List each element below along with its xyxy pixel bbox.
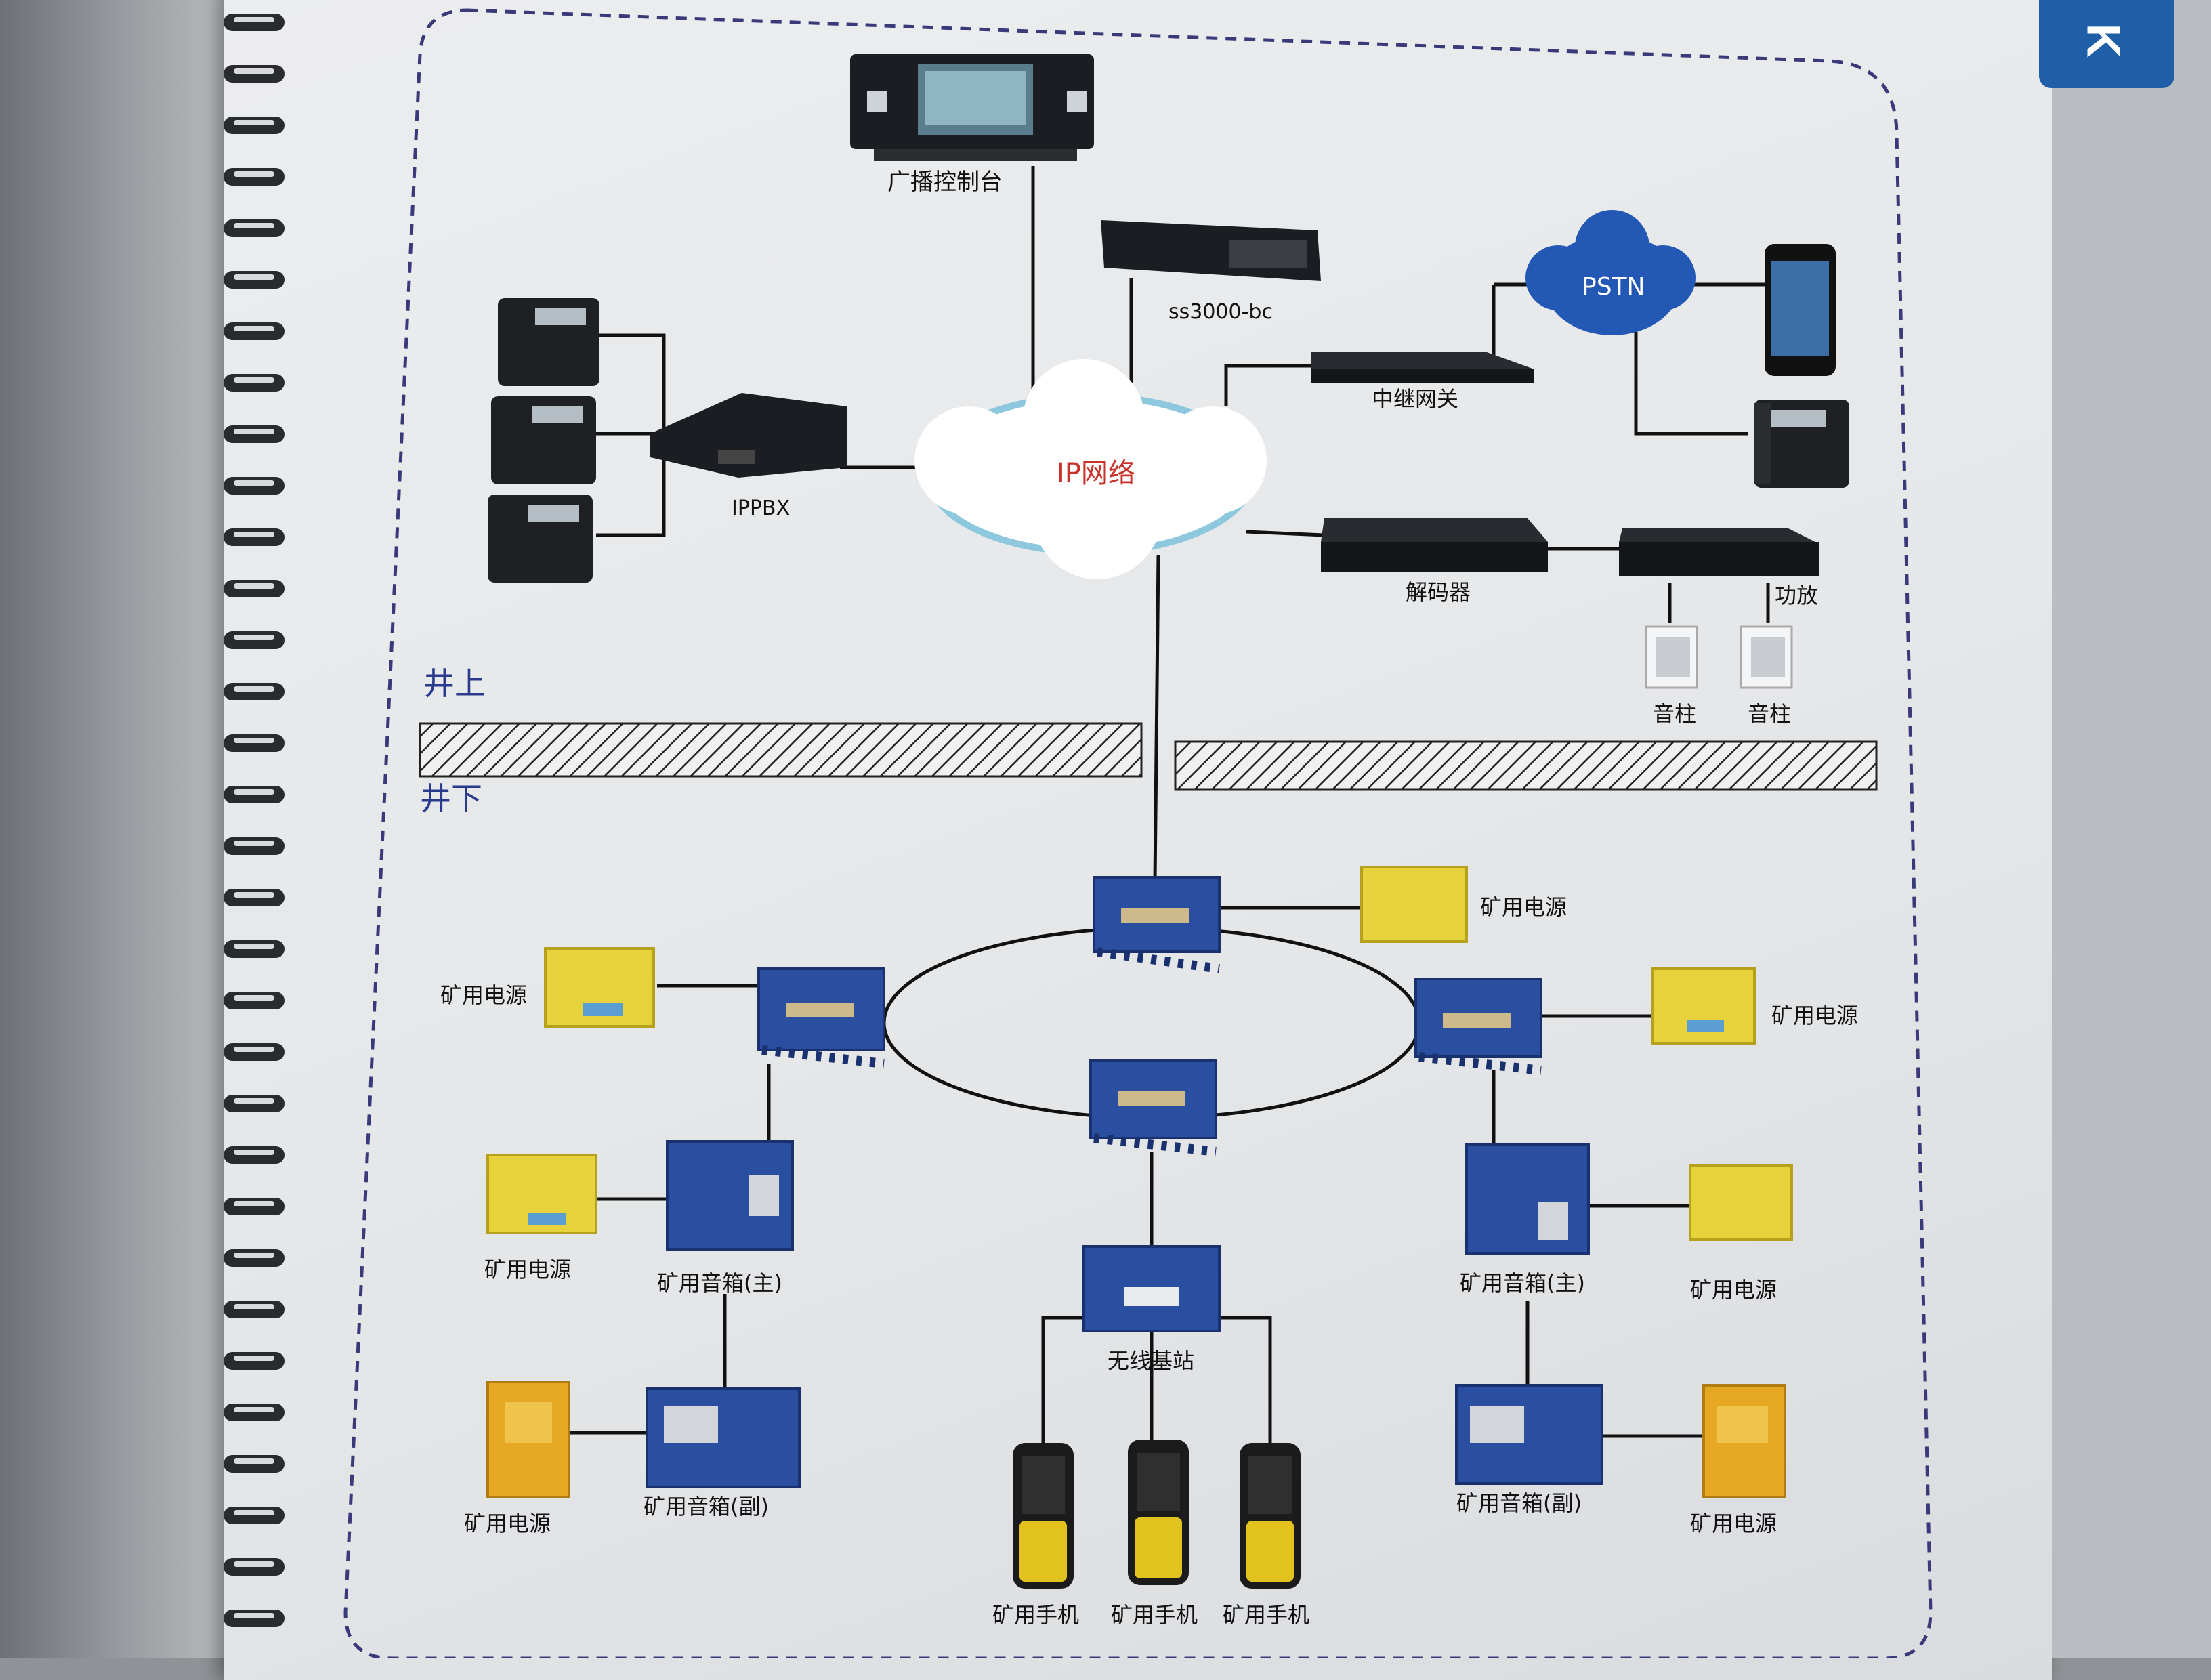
binding-ring <box>224 374 285 392</box>
wireless-base-station-label: 无线基站 <box>1108 1348 1194 1374</box>
decoder <box>1321 518 1548 572</box>
pstn-cloud <box>1525 210 1696 335</box>
binding-ring <box>224 1043 285 1061</box>
binding-ring <box>224 786 285 803</box>
mine-power-left2 <box>486 1154 597 1234</box>
mine-speaker-sub-right-label: 矿用音箱(副) <box>1456 1490 1582 1516</box>
mine-power-right2 <box>1689 1164 1793 1241</box>
binding-ring <box>224 271 285 289</box>
amplifier <box>1619 528 1819 576</box>
wireless-base-station <box>1082 1245 1221 1332</box>
binding-ring <box>224 168 285 186</box>
desk-phone-left-1 <box>498 298 599 386</box>
binding-ring <box>224 65 285 83</box>
mine-speaker-sub-right <box>1455 1384 1603 1485</box>
binding-ring <box>224 1301 285 1318</box>
binding-ring <box>224 322 285 340</box>
binding-ring <box>224 14 285 31</box>
trunk-gateway <box>1311 352 1534 383</box>
ip-network-label: IP网络 <box>1057 458 1135 489</box>
binding-ring <box>224 117 285 134</box>
binding-ring <box>224 1404 285 1421</box>
binding-ring <box>224 992 285 1009</box>
speaker-column-1-label: 音柱 <box>1653 701 1696 727</box>
decoder-label: 解码器 <box>1406 579 1471 605</box>
mine-power-right3-label: 矿用电源 <box>1690 1511 1777 1536</box>
mine-power-top-label: 矿用电源 <box>1480 894 1567 920</box>
pstn-label: PSTN <box>1582 273 1645 301</box>
mine-speaker-main-left <box>666 1140 794 1251</box>
switch-left <box>757 967 885 1068</box>
binding-ring <box>224 1198 285 1215</box>
mine-phone-3 <box>1240 1443 1301 1589</box>
ground-line-left <box>419 722 1143 778</box>
ground-line-right <box>1174 740 1878 791</box>
binding-ring <box>224 528 285 546</box>
mine-power-right-label: 矿用电源 <box>1771 1003 1858 1028</box>
speaker-column-2-label: 音柱 <box>1748 701 1791 727</box>
mobile-phone <box>1765 244 1836 376</box>
binding-ring <box>224 1507 285 1524</box>
speaker-column-1 <box>1645 625 1698 689</box>
section-tab <box>2039 0 2174 88</box>
binding-ring <box>224 1095 285 1112</box>
binding-rings <box>224 14 285 1627</box>
binding-ring <box>224 631 285 649</box>
binding-ring <box>224 1249 285 1267</box>
binding-ring <box>224 940 285 958</box>
mine-speaker-main-right <box>1465 1143 1590 1255</box>
binding-ring <box>224 1146 285 1164</box>
underground-label: 井下 <box>420 780 482 817</box>
next-page-edge <box>2052 0 2211 1658</box>
broadcast-console-label: 广播控制台 <box>887 169 1003 196</box>
amplifier-label: 功放 <box>1775 583 1818 608</box>
binding-ring <box>224 1558 285 1576</box>
mine-phone-3-label: 矿用手机 <box>1223 1602 1309 1628</box>
ippbx-label: IPPBX <box>732 497 790 520</box>
switch-top <box>1093 876 1221 973</box>
mine-power-top <box>1360 866 1468 943</box>
mine-phone-1 <box>1013 1443 1074 1589</box>
switch-right <box>1414 978 1542 1075</box>
above-ground-label: 井上 <box>423 665 486 702</box>
ss3000-server <box>1101 220 1321 281</box>
switch-bottom <box>1089 1059 1217 1156</box>
binding-ring <box>224 889 285 906</box>
binding-ring <box>224 477 285 495</box>
broadcast-console <box>850 54 1094 161</box>
binding-ring <box>224 683 285 700</box>
binding-ring <box>224 734 285 752</box>
binding-ring <box>224 425 285 443</box>
binding-ring <box>224 580 285 597</box>
ss3000-label: ss3000-bc <box>1168 300 1273 324</box>
binding-ring <box>224 1610 285 1627</box>
mine-phone-1-label: 矿用手机 <box>992 1602 1079 1628</box>
mine-speaker-sub-left-label: 矿用音箱(副) <box>644 1494 769 1519</box>
mine-power-left-label: 矿用电源 <box>440 982 527 1008</box>
mine-power-right2-label: 矿用电源 <box>1690 1277 1777 1303</box>
desk-phone-left-3 <box>488 495 593 583</box>
binding-ring <box>224 837 285 855</box>
desk-phone-left-2 <box>491 396 596 484</box>
mine-power-left2-label: 矿用电源 <box>484 1257 571 1282</box>
mine-power-right <box>1651 967 1756 1045</box>
ippbx-server <box>650 393 847 478</box>
mine-speaker-main-left-label: 矿用音箱(主) <box>657 1270 782 1296</box>
mine-power-right3 <box>1702 1384 1786 1498</box>
mine-phone-2-label: 矿用手机 <box>1111 1602 1198 1628</box>
binding-ring <box>224 1455 285 1473</box>
mine-speaker-main-right-label: 矿用音箱(主) <box>1460 1270 1585 1296</box>
mine-speaker-sub-left <box>646 1387 801 1488</box>
mine-power-left3 <box>486 1381 570 1498</box>
mine-phone-2 <box>1128 1440 1189 1585</box>
trunk-gateway-label: 中继网关 <box>1372 386 1458 412</box>
binding-ring <box>224 1352 285 1370</box>
mine-power-left3-label: 矿用电源 <box>464 1511 551 1536</box>
speaker-column-2 <box>1740 625 1793 689</box>
binding-ring <box>224 219 285 237</box>
desk-phone-right <box>1754 400 1849 488</box>
mine-power-left <box>544 947 655 1028</box>
